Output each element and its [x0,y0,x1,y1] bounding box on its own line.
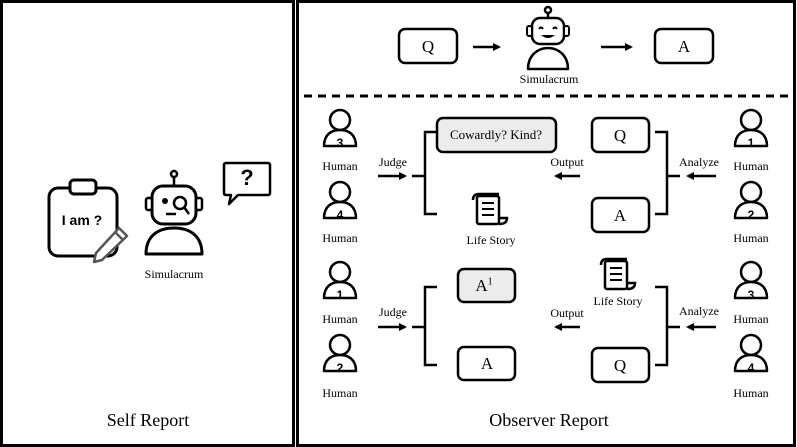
row1-analyst-label-2: Human [733,231,769,245]
row1-judge-label: Judge [379,155,407,169]
pencil-icon [92,226,129,264]
top-robot-icon [526,5,570,71]
row2-analyze-label: Analyze [679,304,719,318]
row1-left-bracket [412,130,437,216]
row1-analyst-number-1: 1 [747,136,755,150]
row1-question-text: Cowardly? Kind? [449,127,543,142]
row2-judge-label-2: Human [322,386,358,400]
row2-right-bracket [655,285,680,367]
row1-judge-label-3: Human [322,159,358,173]
top-agent-label: Simulacrum [519,72,579,86]
row2-q-label: Q [613,356,627,375]
row2-scroll-icon [599,257,637,291]
row1-a-box [590,196,651,234]
row2-q-box [590,346,651,384]
row2-analyst-label-4: Human [733,386,769,400]
row1-question-box [435,116,558,154]
row1-judge-number-3: 3 [336,136,344,150]
row1-a-label: A [613,206,627,225]
row2-analyst-number-3: 3 [747,288,755,302]
row2-judge-label: Judge [379,305,407,319]
top-answer-box [653,27,715,65]
clipboard-icon [47,178,119,258]
row1-judge-number-4: 4 [336,208,344,222]
bubble-question-mark: ? [240,165,254,190]
row2-analyst-number-4: 4 [747,361,755,375]
row1-scroll-icon [471,192,509,226]
row2-generated-answer-box [456,267,517,304]
self-agent-label: Simulacrum [144,267,204,281]
row2-analyst-label-3: Human [733,312,769,326]
row1-story-label: Life Story [466,233,516,247]
row1-analyst-number-2: 2 [747,208,755,222]
observer-report-title: Observer Report [489,410,609,430]
row1-judge-label-4: Human [322,231,358,245]
row2-left-bracket [412,285,437,367]
row2-judge-number-2: 2 [336,361,344,375]
row2-a-box [456,345,517,382]
row2-generated-answer: A1 [475,276,493,295]
row1-q-label: Q [613,126,627,145]
row2-judge-label-1: Human [322,312,358,326]
row1-right-bracket [655,130,680,216]
row2-judge-number-1: 1 [336,288,344,302]
row2-output-label: Output [550,306,584,320]
top-question-label: Q [421,37,435,56]
top-question-box [397,27,459,65]
row1-output-label: Output [550,155,584,169]
self-report-title: Self Report [106,410,190,430]
self-robot-icon [144,169,204,256]
observer-report-panel [296,0,796,447]
question-bubble-icon [222,161,272,206]
row2-generated-answer-sup: 1 [487,276,493,288]
row1-analyst-label-1: Human [733,159,769,173]
row1-analyze-label: Analyze [679,155,719,169]
row2-a-label: A [480,354,494,373]
row2-story-label: Life Story [593,294,643,308]
row1-q-box [590,116,651,154]
top-answer-label: A [677,37,691,56]
clipboard-text: I am ? [61,212,103,228]
self-report-panel [0,0,295,447]
